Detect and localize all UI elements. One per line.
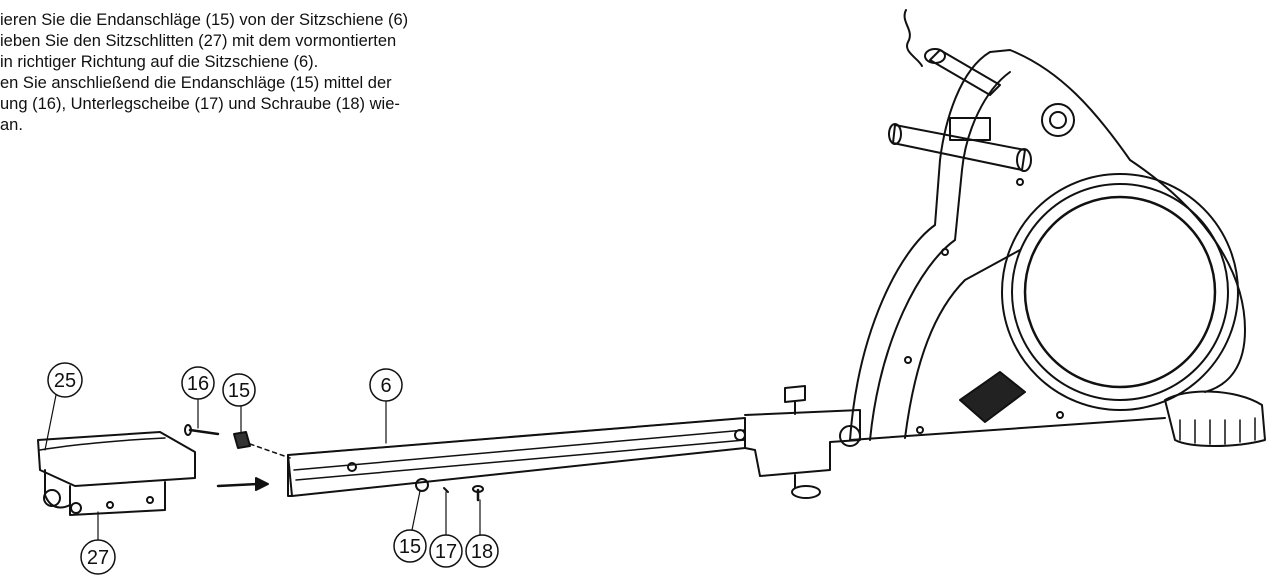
frame-bolt: [916, 426, 924, 434]
rail-body: [287, 417, 746, 497]
callout-circle-15-top: [222, 373, 256, 407]
rail-end: [287, 454, 293, 497]
instruction-line: ieren Sie die Endanschläge (15) von der …: [0, 11, 409, 29]
instruction-line: in richtiger Richtung auf die Sitzschien…: [0, 53, 319, 71]
carriage-wheel: [70, 502, 82, 514]
leader-15-bottom: [411, 490, 421, 531]
lower-handle-end: [1016, 148, 1032, 172]
frame-bolt: [1016, 178, 1024, 186]
callout-15-bottom: 15: [399, 536, 421, 558]
rail-bolt: [734, 429, 746, 441]
frame-inner-edge: [869, 71, 1011, 441]
direction-arrow: [216, 477, 269, 491]
upper-handle: [929, 49, 1001, 96]
end-stop-15: [233, 431, 251, 449]
callout-circle-17: [429, 534, 463, 568]
small-parts: [184, 424, 484, 502]
base-line: [849, 417, 1166, 441]
callout-15-top: 15: [228, 380, 250, 402]
assembly-instructions: ieren Sie die Endanschläge (15) von der …: [0, 10, 600, 136]
bolt-16-head: [184, 424, 192, 436]
instruction-line: en Sie anschließend die Endanschläge (15…: [0, 74, 392, 92]
pivot-hub: [1041, 103, 1075, 137]
machine-frame: [849, 9, 1266, 447]
frame-bolt: [941, 248, 949, 256]
flywheel-rim: [1011, 183, 1229, 401]
carriage-bolt: [146, 496, 154, 504]
frame-outline: [849, 49, 1246, 441]
frame-bolt: [904, 356, 912, 364]
callout-circle-25: [47, 362, 83, 398]
seat-contour: [39, 437, 166, 451]
callout-circle-6: [369, 368, 403, 402]
bolt-16: [188, 428, 220, 436]
callout-6: 6: [380, 375, 391, 397]
flywheel-housing: [1001, 173, 1239, 411]
instruction-line: an.: [0, 116, 23, 134]
seat-body: [37, 431, 196, 487]
rear-foot: [1164, 390, 1266, 447]
seat-carriage: [37, 431, 196, 516]
frame-bolt: [1056, 411, 1064, 419]
washer-17: [443, 487, 449, 493]
seat-rail: [287, 385, 861, 499]
handle-mount: [949, 117, 991, 141]
lower-handle-cap: [888, 123, 902, 145]
adjustment-knob-top: [784, 385, 806, 403]
callout-18: 18: [471, 541, 493, 563]
upper-handle-end: [924, 48, 946, 64]
arrow-head: [255, 477, 269, 491]
arrow-shaft: [216, 482, 260, 488]
callout-circle-15-bottom: [393, 529, 427, 563]
callout-16: 16: [187, 373, 209, 395]
instruction-line: ieben Sie den Sitzschlitten (27) mit dem…: [0, 32, 397, 50]
callout-27: 27: [87, 547, 109, 569]
carriage-wheel: [43, 489, 61, 507]
callout-17: 17: [435, 541, 457, 563]
carriage-plate: [69, 481, 166, 516]
pivot-hub-center: [1049, 111, 1067, 129]
leader-lines: [44, 394, 481, 541]
rail-hole: [347, 462, 357, 472]
end-stop-15-lower: [415, 478, 429, 492]
callout-circle-16: [181, 366, 215, 400]
callout-25: 25: [54, 370, 76, 392]
foot-grip: [1179, 417, 1256, 445]
screw-18-head: [472, 485, 484, 493]
callouts: 25 16 15 6 15 17 18 27: [47, 362, 499, 575]
rail-bracket: [744, 409, 861, 477]
flywheel-cover: [1023, 195, 1217, 389]
callout-circle-27: [80, 539, 116, 575]
callout-circle-18: [465, 534, 499, 568]
cable: [903, 9, 923, 67]
lower-handle: [892, 124, 1026, 171]
leader-25: [44, 394, 57, 451]
frame-inner-curve: [904, 249, 1021, 439]
adjustment-knob-bottom: [791, 485, 821, 499]
instruction-line: ung (16), Unterlegscheibe (17) und Schra…: [0, 95, 400, 113]
carriage-bolt: [106, 501, 114, 509]
bracket-knob: [839, 425, 861, 447]
rail-edge: [287, 417, 746, 481]
vent-panel: [959, 371, 1026, 423]
assembly-guide-line: [249, 443, 291, 459]
carriage-side: [44, 469, 71, 509]
